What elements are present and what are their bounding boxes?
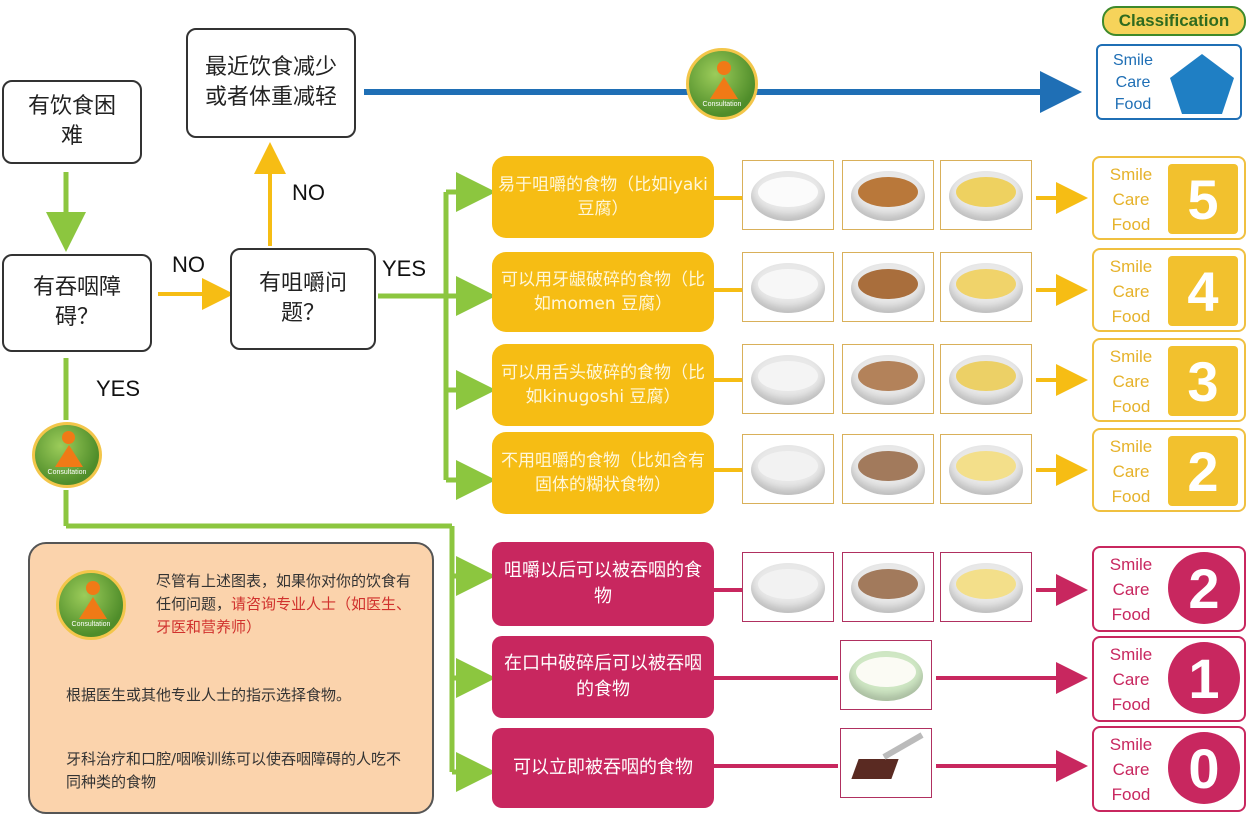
smile-care-food-card-3: Smile Care Food 3 xyxy=(1092,338,1246,422)
level-number: 3 xyxy=(1168,346,1238,416)
food-photo xyxy=(940,344,1032,414)
category-box-level-3: 可以用舌头破碎的食物（比如kinugoshi 豆腐） xyxy=(492,344,714,426)
edge-label-yes-down: YES xyxy=(96,376,141,401)
consultation-icon: Consultation xyxy=(686,48,758,120)
food-photo xyxy=(742,160,834,230)
edge-label-no-up: NO xyxy=(292,180,325,205)
category-box-pink-0: 可以立即被吞咽的食物 xyxy=(492,728,714,808)
food-photo xyxy=(842,552,934,622)
food-photo xyxy=(742,552,834,622)
smile-care-food-card-pink-0: Smile Care Food 0 xyxy=(1092,726,1246,812)
smile-care-food-card-2: Smile Care Food 2 xyxy=(1092,428,1246,512)
food-photo xyxy=(840,728,932,798)
food-photo xyxy=(940,552,1032,622)
edge-label-no-mid: NO xyxy=(172,252,205,277)
consultation-icon: Consultation xyxy=(32,422,102,488)
smile-care-food-card-5: Smile Care Food 5 xyxy=(1092,156,1246,240)
food-photo xyxy=(940,434,1032,504)
food-photo xyxy=(940,160,1032,230)
level-number: 4 xyxy=(1168,256,1238,326)
level-number: 5 xyxy=(1168,164,1238,234)
level-number: 2 xyxy=(1168,552,1240,624)
level-number: 2 xyxy=(1168,436,1238,506)
node-chewing: 有咀嚼问题？ xyxy=(230,248,376,350)
food-photo xyxy=(742,344,834,414)
note-paragraph-2: 根据医生或其他专业人士的指示选择食物。 xyxy=(66,686,352,704)
food-photo xyxy=(742,434,834,504)
smile-care-food-card-pink-1: Smile Care Food 1 xyxy=(1092,636,1246,722)
advice-note: Consultation 尽管有上述图表，如果你对你的饮食有任何问题，请咨询专业… xyxy=(28,542,434,814)
edge-label-yes-right: YES xyxy=(382,256,427,281)
consult-professional-highlight: 请咨询专业人士（如医生、牙医和营养师） xyxy=(156,595,412,636)
category-box-pink-1: 在口中破碎后可以被吞咽的食物 xyxy=(492,636,714,718)
food-photo xyxy=(842,252,934,322)
node-swallowing: 有吞咽障碍？ xyxy=(2,254,152,352)
category-box-level-5: 易于咀嚼的食物（比如iyaki 豆腐） xyxy=(492,156,714,238)
smile-care-food-card-pink-2: Smile Care Food 2 xyxy=(1092,546,1246,632)
note-paragraph-1: 尽管有上述图表，如果你对你的饮食有任何问题，请咨询专业人士（如医生、牙医和营养师… xyxy=(156,572,412,636)
food-photo xyxy=(842,344,934,414)
level-number: 0 xyxy=(1168,732,1240,804)
food-photo xyxy=(742,252,834,322)
node-weight-loss: 最近饮食减少或者体重减轻 xyxy=(186,28,356,138)
food-photo xyxy=(840,640,932,710)
food-photo xyxy=(842,434,934,504)
smile-care-food-label: Smile Care Food xyxy=(1112,52,1153,113)
category-box-level-4: 可以用牙龈破碎的食物（比如momen 豆腐） xyxy=(492,252,714,332)
level-number: 1 xyxy=(1168,642,1240,714)
node-eating-difficulty: 有饮食困难 xyxy=(2,80,142,164)
food-photo xyxy=(940,252,1032,322)
pentagon-icon xyxy=(1170,54,1234,114)
smile-care-food-top-card: Smile Care Food xyxy=(1096,44,1242,120)
classification-header: Classification xyxy=(1102,6,1246,36)
category-box-pink-2: 咀嚼以后可以被吞咽的食物 xyxy=(492,542,714,626)
note-paragraph-3: 牙科治疗和口腔/咽喉训练可以使吞咽障碍的人吃不同种类的食物 xyxy=(66,750,402,791)
category-box-level-2: 不用咀嚼的食物（比如含有固体的糊状食物） xyxy=(492,432,714,514)
consultation-icon: Consultation xyxy=(56,570,126,640)
smile-care-food-card-4: Smile Care Food 4 xyxy=(1092,248,1246,332)
food-photo xyxy=(842,160,934,230)
